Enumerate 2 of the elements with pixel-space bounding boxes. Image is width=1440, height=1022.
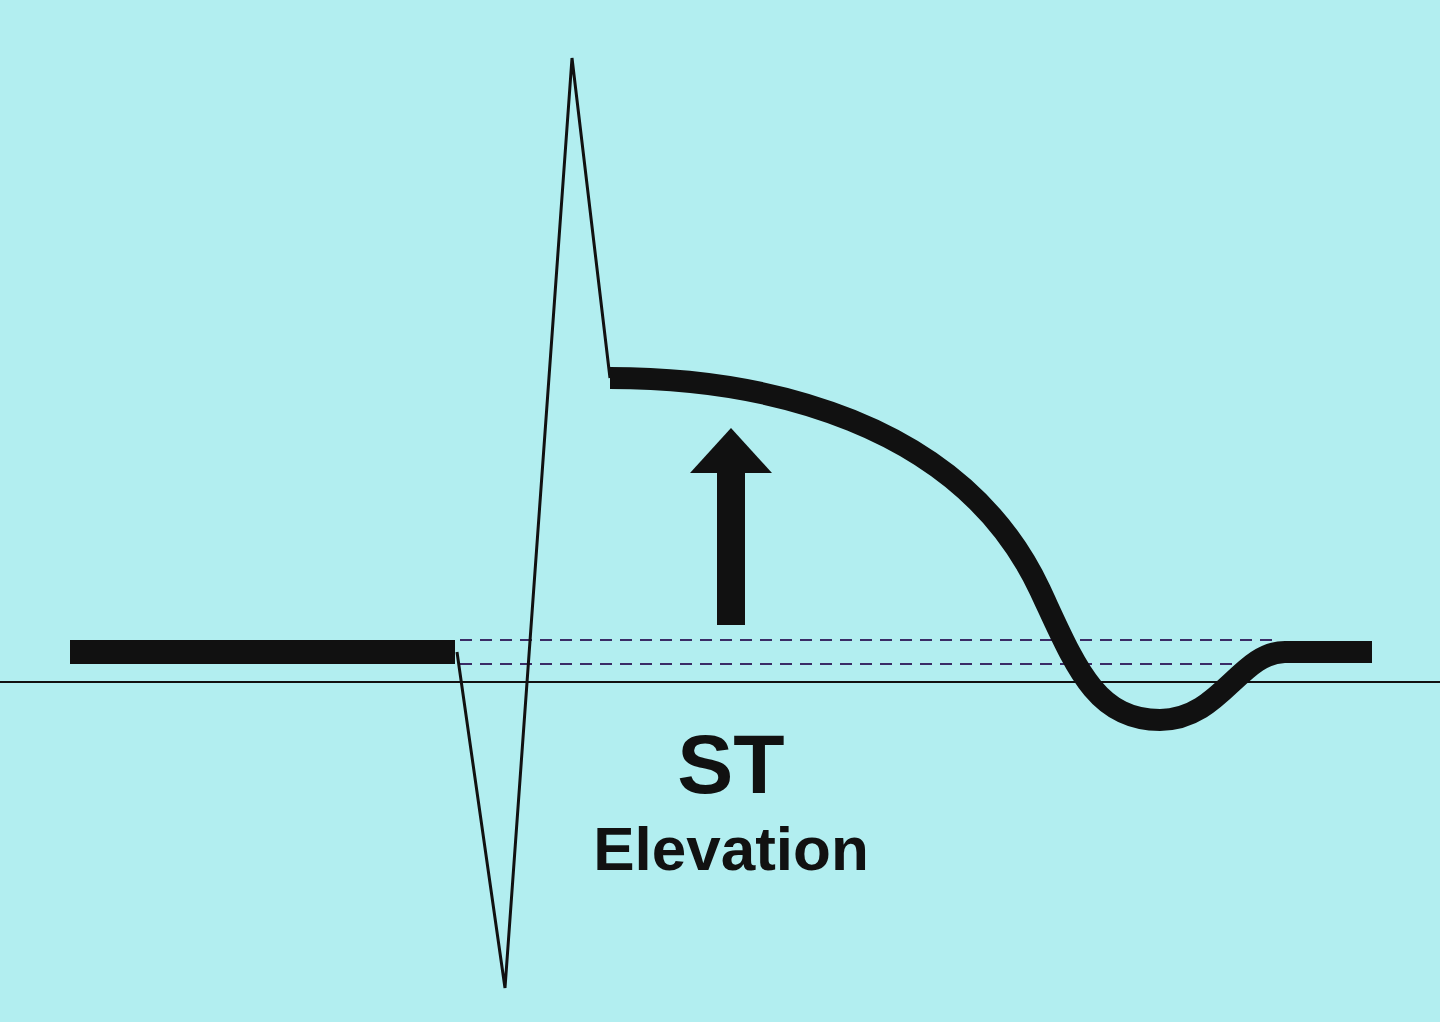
wave-label: Elevation: [593, 818, 869, 880]
wave-label: ST: [677, 722, 785, 806]
